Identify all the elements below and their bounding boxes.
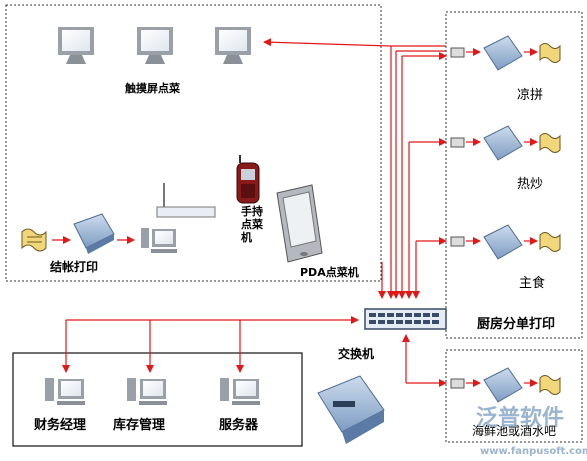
computer-icon [45,378,85,405]
handheld-terminal-icon [236,155,260,204]
watermark-brand: 泛普软件 [476,406,565,431]
bar-printer [450,367,561,403]
computer-icon [127,378,167,405]
router-icon [156,183,216,218]
kitchen-print-label: 厨房分单打印 [477,317,556,332]
pda-icon [276,184,323,263]
inventory-label: 库存管理 [113,418,166,433]
receipt-icon [21,228,47,252]
seafood-bar-label: 海鲜池或酒水吧 [472,424,557,438]
kitchen-printer-staple [450,224,561,260]
server-label: 服务器 [219,418,259,433]
switch-label: 交换机 [338,347,375,361]
touch-screen-label: 触摸屏点菜 [125,82,180,95]
printer-icon [73,213,115,254]
monitor-icon [58,27,94,64]
pda-label: PDA点菜机 [300,266,359,279]
handheld-label-line3: 机 [241,231,252,244]
computer-icon [141,228,177,253]
cold-dish-label: 凉拼 [517,88,544,103]
kitchen-printer-hot [450,125,561,161]
computer-icon [220,378,260,405]
connection-lines [52,38,538,387]
watermark-url: www.fanpusoft.com [480,446,587,457]
kitchen-group [445,11,583,339]
hot-dish-label: 热炒 [517,177,544,192]
handheld-label-line1: 手持 [241,205,263,218]
front-hall-group [5,4,382,282]
network-switch-icon [364,308,447,330]
checkout-print-label: 结帐打印 [50,260,99,274]
handheld-label: 手持 点菜 机 [241,205,263,244]
handheld-label-line2: 点菜 [241,218,263,231]
monitor-icon [215,27,251,64]
finance-label: 财务经理 [34,418,87,433]
large-printer-icon [317,375,385,444]
kitchen-printer-cold [450,35,561,71]
bar-group [445,349,583,443]
back-office-group [12,352,303,447]
monitor-icon [137,27,173,64]
staple-label: 主食 [519,276,546,291]
